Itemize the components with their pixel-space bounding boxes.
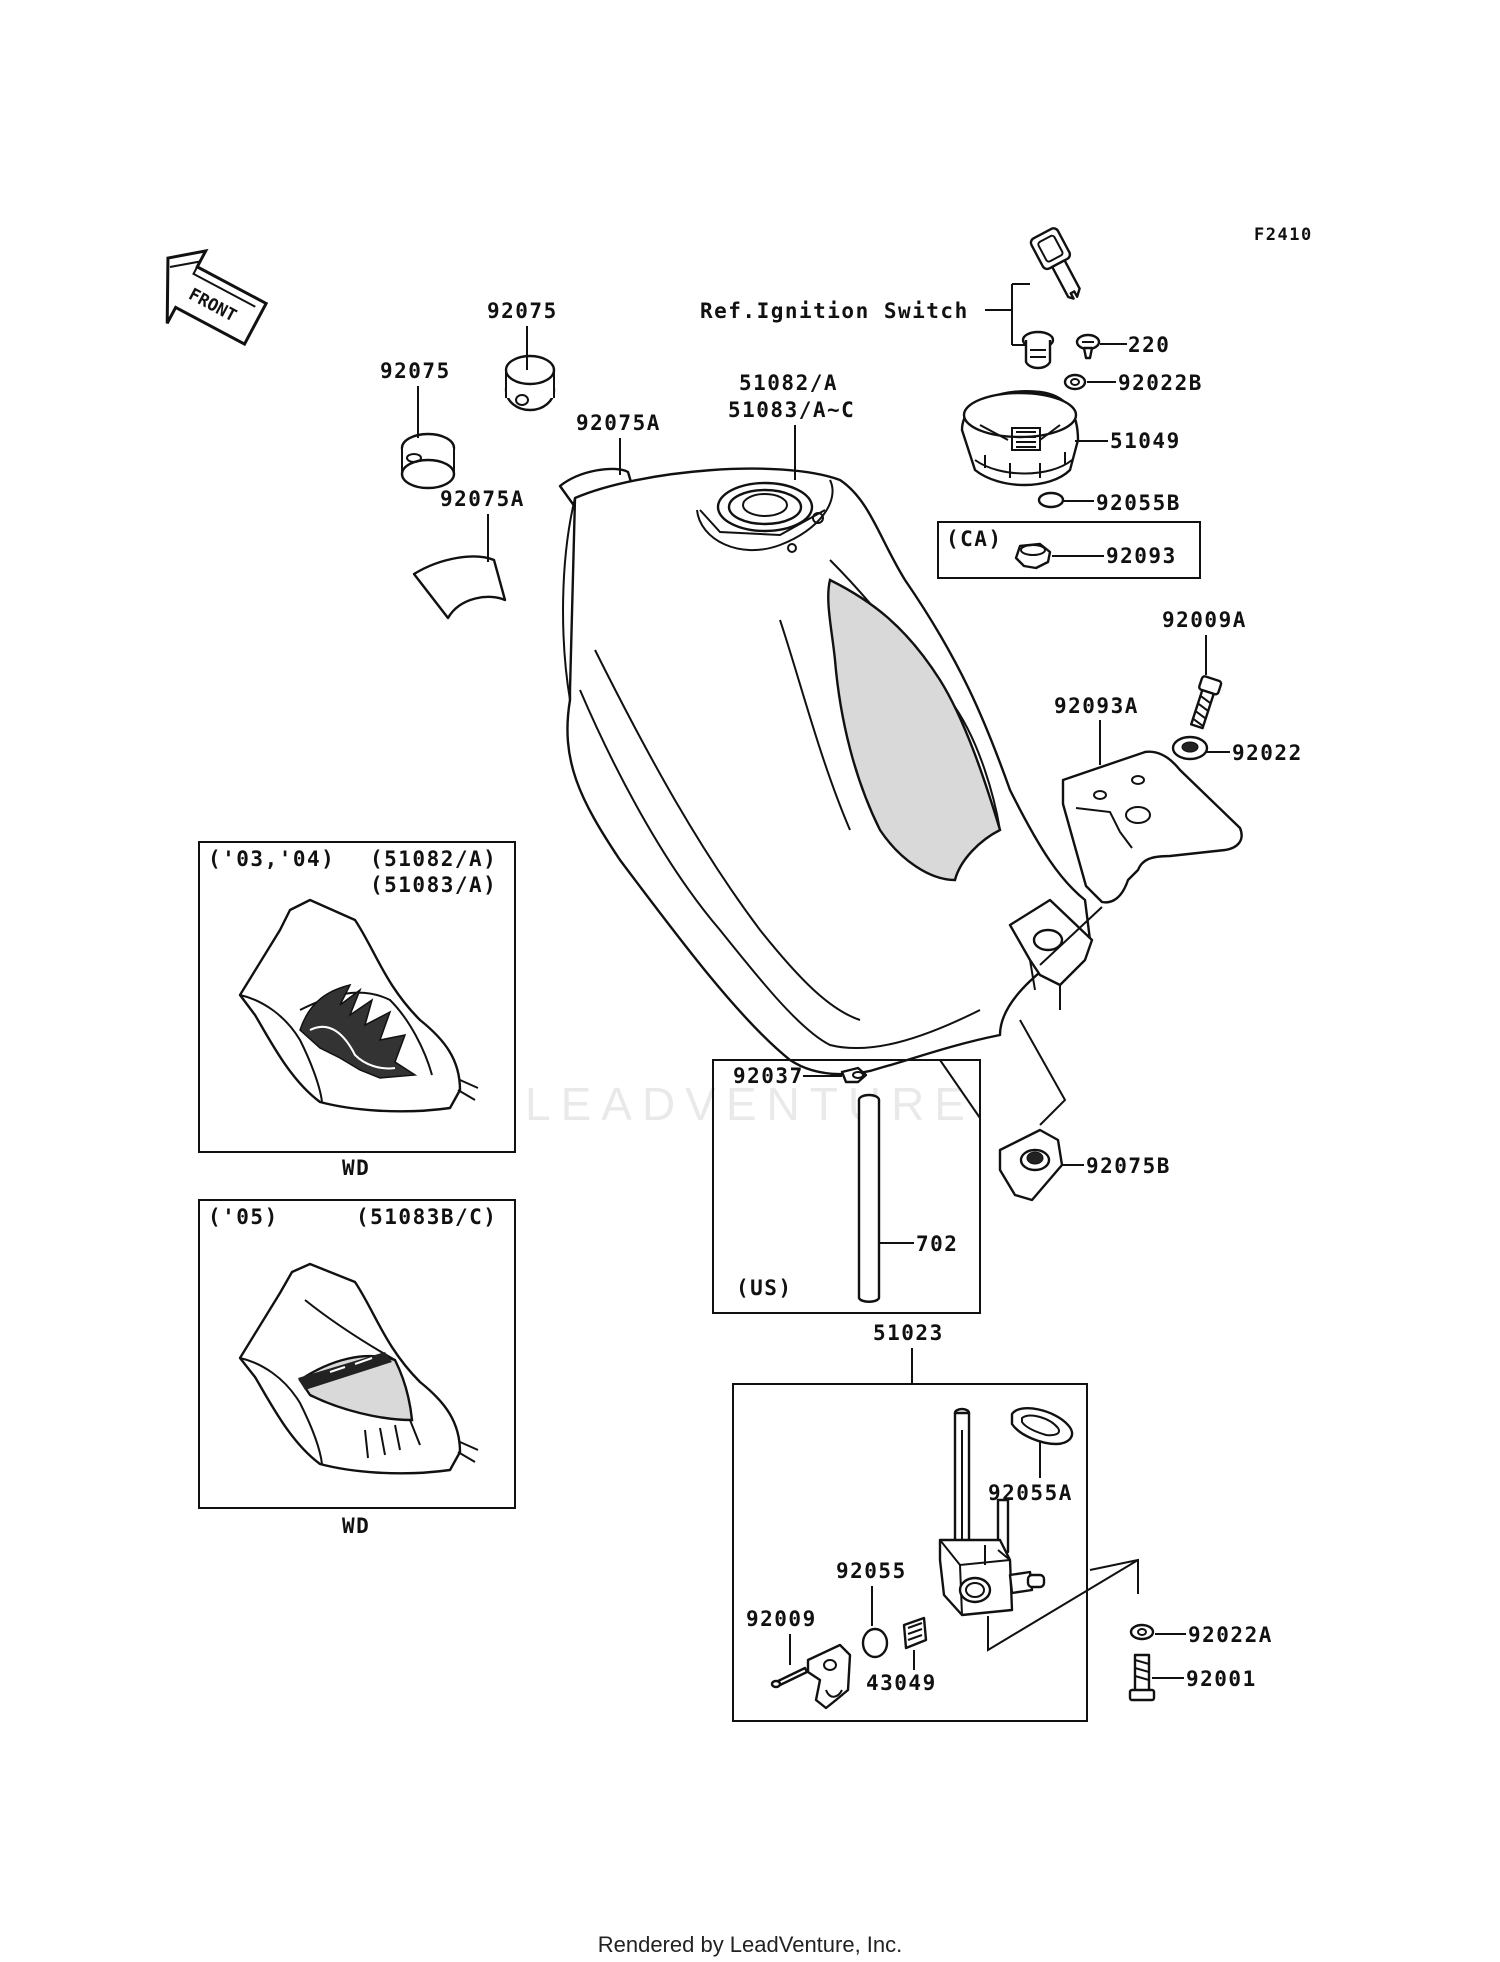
ca-tag: (CA) <box>946 527 1003 551</box>
label-702: 702 <box>916 1232 958 1256</box>
key-cylinder <box>1021 330 1055 370</box>
label-92055B: 92055B <box>1096 491 1181 515</box>
ca-box <box>937 521 1201 579</box>
label-92055A: 92055A <box>988 1481 1073 1505</box>
us-tag: (US) <box>736 1276 793 1300</box>
label-51023: 51023 <box>873 1321 944 1345</box>
label-92055: 92055 <box>836 1559 907 1583</box>
clip-92037 <box>840 1066 868 1084</box>
label-43049: 43049 <box>866 1671 937 1695</box>
front-arrow-icon: FRONT <box>165 248 269 347</box>
label-51049: 51049 <box>1110 429 1181 453</box>
washer-92022A <box>1129 1623 1155 1641</box>
label-92093A: 92093A <box>1054 694 1139 718</box>
fuel-tank <box>562 467 1094 1076</box>
decal-05-caption: WD <box>342 1514 370 1538</box>
watermark-text: LEADVENTURE <box>525 1078 975 1130</box>
o-ring-92055B <box>1037 491 1065 509</box>
fuel-cap-51049 <box>960 390 1080 487</box>
label-51082: 51082/A <box>739 371 838 395</box>
decal-0304-part1: (51082/A) <box>370 847 497 871</box>
label-92022B: 92022B <box>1118 371 1203 395</box>
label-92075-left: 92075 <box>380 359 451 383</box>
label-92022A: 92022A <box>1188 1623 1273 1647</box>
decal-05-years: ('05) <box>208 1205 279 1229</box>
fuel-cock-51023 <box>938 1407 1046 1617</box>
decal-0304-years: ('03,'04) <box>208 847 335 871</box>
ref-ignition-switch-note: Ref.Ignition Switch <box>700 299 969 323</box>
washer-92022B <box>1063 373 1087 391</box>
washer-92022 <box>1171 735 1209 761</box>
o-ring-92055 <box>861 1627 889 1659</box>
tank-decal-0304 <box>238 898 479 1113</box>
fuel-cock-box <box>732 1383 1088 1722</box>
label-92037: 92037 <box>733 1064 804 1088</box>
lever-plate <box>806 1643 852 1710</box>
label-92093: 92093 <box>1106 544 1177 568</box>
label-220: 220 <box>1128 333 1170 357</box>
label-92075-top: 92075 <box>487 299 558 323</box>
decal-0304-part2: (51083/A) <box>370 873 497 897</box>
label-92001: 92001 <box>1186 1667 1257 1691</box>
screw-220 <box>1075 333 1101 360</box>
label-92009A: 92009A <box>1162 608 1247 632</box>
damper-92075-top <box>504 354 556 412</box>
label-92022: 92022 <box>1232 741 1303 765</box>
screw-92009 <box>770 1666 809 1689</box>
nut-92093 <box>1014 542 1052 570</box>
decal-05-part1: (51083B/C) <box>356 1205 497 1229</box>
label-92075A-right: 92075A <box>576 411 661 435</box>
figure-code: F2410 <box>1254 225 1313 245</box>
bolt-92001 <box>1128 1653 1156 1702</box>
label-92009: 92009 <box>746 1607 817 1631</box>
tank-decal-05 <box>238 1262 479 1475</box>
hose-702 <box>857 1093 881 1303</box>
gasket-92055A <box>1010 1406 1074 1446</box>
damper-92075-left <box>400 432 456 490</box>
us-box <box>712 1059 981 1314</box>
ignition-key-icon <box>1029 227 1081 300</box>
label-92075B: 92075B <box>1086 1154 1171 1178</box>
bracket-92093A <box>1061 750 1243 904</box>
filter-43049 <box>902 1616 928 1650</box>
damper-92075B <box>998 1128 1064 1202</box>
label-92075A-left: 92075A <box>440 487 525 511</box>
decal-0304-caption: WD <box>342 1156 370 1180</box>
bolt-92009A <box>1189 675 1223 730</box>
damper-92075A-left <box>412 555 507 620</box>
decal-box-05 <box>198 1199 516 1509</box>
label-51083: 51083/A~C <box>728 398 855 422</box>
decal-box-0304 <box>198 841 516 1153</box>
footer-credit: Rendered by LeadVenture, Inc. <box>597 1932 903 1957</box>
